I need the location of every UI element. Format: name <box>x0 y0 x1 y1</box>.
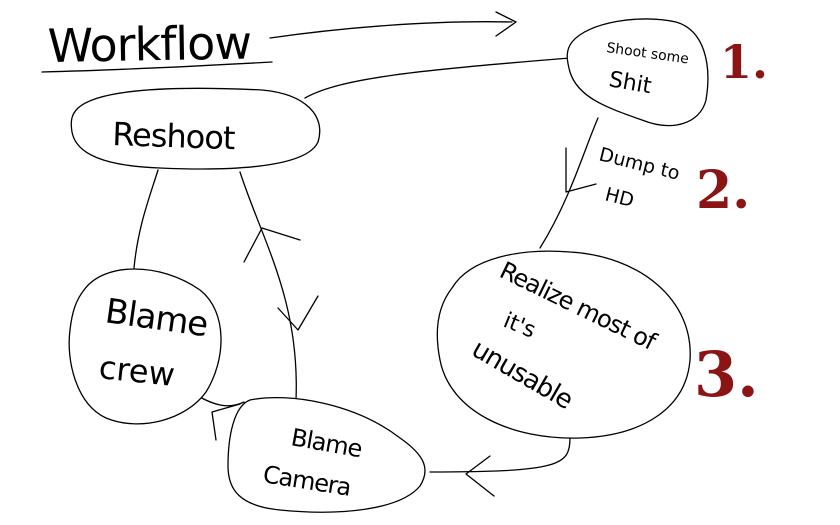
arrow-realize-to-camera <box>465 455 495 497</box>
connector-reshoot-camera <box>239 171 297 401</box>
node-realize: Realize most of it's unusable <box>436 250 691 439</box>
title-arrow <box>269 21 513 39</box>
title-underline <box>41 61 273 73</box>
node-reshoot: Reshoot <box>70 87 321 170</box>
node-shoot: Shoot some Shit <box>566 18 709 127</box>
step-number-2: 2. <box>696 160 750 221</box>
title-arrow-head <box>495 11 517 37</box>
node-blame-camera: Blame Camera <box>227 397 426 513</box>
edge-label-dump: Dump to HD <box>597 144 682 212</box>
connector-shoot-to-realize <box>539 117 599 249</box>
node-blame-camera-shape <box>227 397 426 513</box>
edge-label-dump-line-1: Dump to <box>597 144 682 185</box>
connector-dump-tick <box>565 147 597 193</box>
step-number-1: 1. <box>720 35 768 89</box>
arrow-down-camera <box>277 295 319 331</box>
node-blame-crew-shape <box>68 268 222 425</box>
arrow-up-reshoot <box>243 227 301 263</box>
node-realize-shape <box>436 250 691 439</box>
connector-crew-to-reshoot <box>133 169 159 269</box>
arrow-camera-to-crew <box>211 403 241 441</box>
connector-reshoot-to-shoot <box>304 57 571 99</box>
node-blame-crew-line-2: crew <box>97 348 176 394</box>
diagram-title: Workflow <box>47 15 251 73</box>
edge-label-dump-line-2: HD <box>603 184 636 212</box>
connector-realize-to-camera <box>429 437 571 473</box>
step-number-3: 3. <box>694 338 759 411</box>
node-shoot-shape <box>566 18 709 127</box>
node-reshoot-shape <box>70 87 321 170</box>
node-blame-crew: Blame crew <box>68 268 222 425</box>
node-reshoot-line-1: Reshoot <box>112 115 236 157</box>
